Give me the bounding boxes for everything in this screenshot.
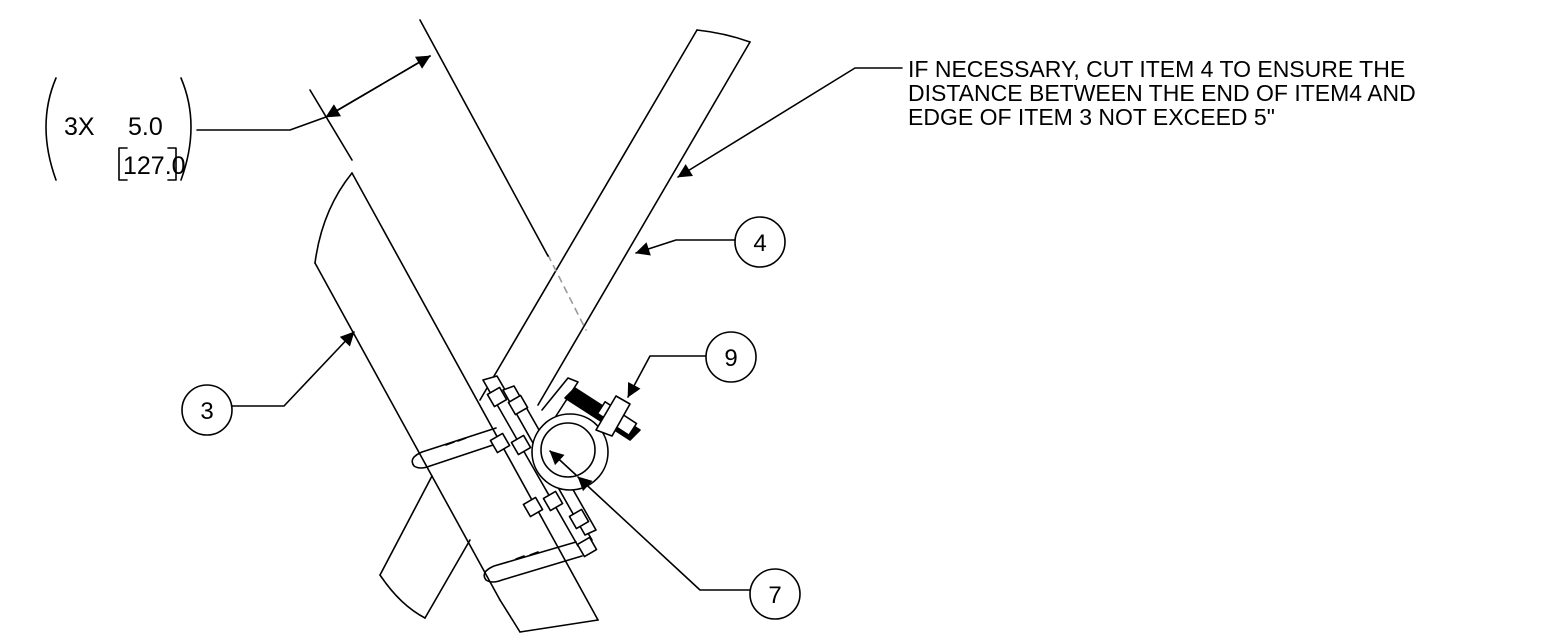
leaders	[231, 67, 903, 591]
dimension-metric: 127.0	[123, 152, 186, 180]
dimension-5in	[45, 19, 549, 257]
u-bolts	[411, 427, 583, 583]
threaded-rod-item-9	[564, 387, 641, 441]
pipe-item-3	[314, 172, 599, 633]
balloon-7	[749, 568, 801, 620]
balloon-7-label: 7	[768, 582, 781, 609]
note-line-3: EDGE OF ITEM 3 NOT EXCEED 5"	[908, 104, 1275, 130]
balloon-9	[705, 331, 757, 383]
dimension-value: 5.0	[128, 113, 163, 141]
nuts	[486, 386, 598, 558]
balloon-3	[181, 384, 233, 436]
balloon-9-label: 9	[724, 345, 737, 372]
pipe-item-4	[379, 29, 751, 619]
dimension-qty: 3X	[64, 113, 95, 141]
pipe-clamp-item-7	[531, 377, 609, 491]
balloon-4-label: 4	[753, 230, 766, 257]
note-line-2: DISTANCE BETWEEN THE END OF ITEM4 AND	[908, 80, 1416, 106]
balloon-4	[734, 216, 786, 268]
note-line-1: IF NECESSARY, CUT ITEM 4 TO ENSURE THE	[908, 56, 1405, 82]
balloon-3-label: 3	[200, 398, 213, 425]
hidden-line	[547, 254, 587, 331]
